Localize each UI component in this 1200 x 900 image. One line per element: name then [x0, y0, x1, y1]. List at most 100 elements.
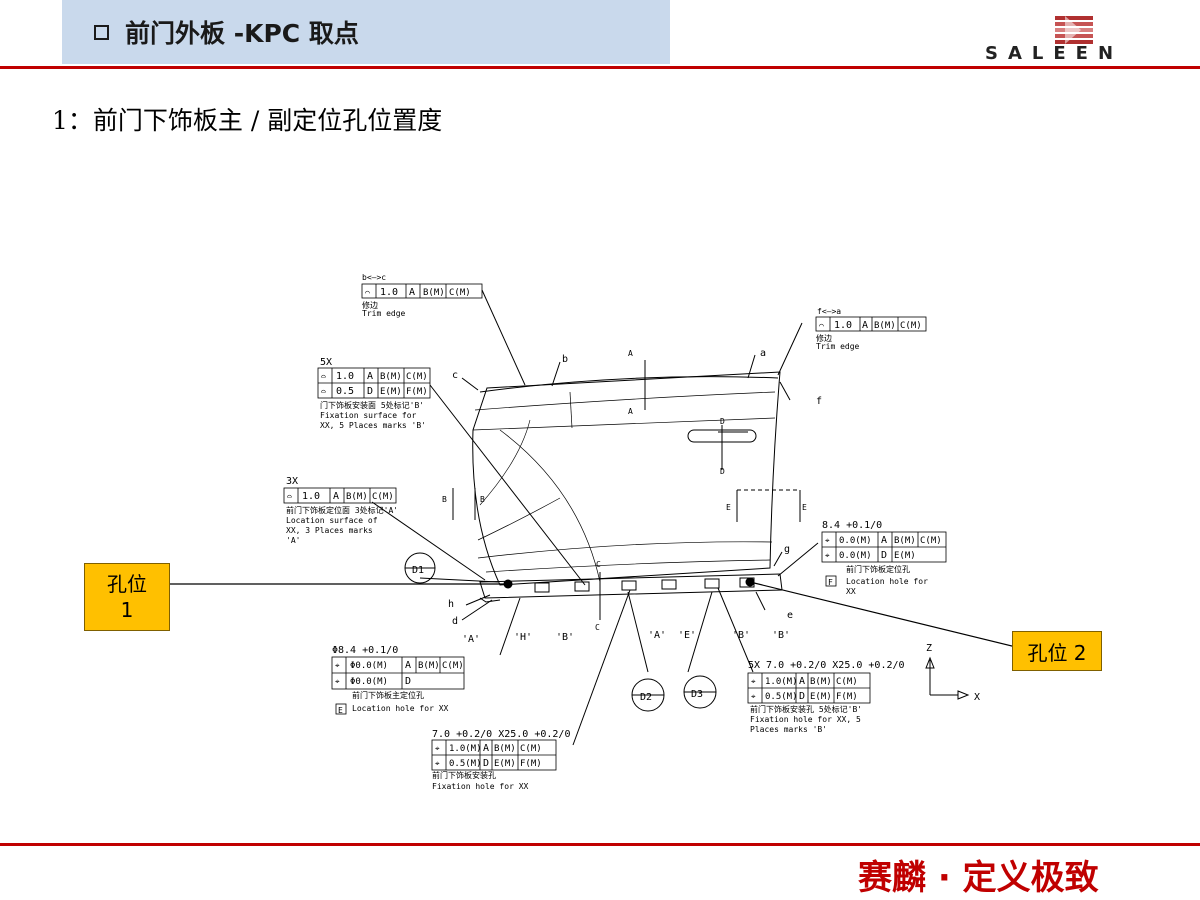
- svg-text:A: A: [367, 371, 373, 382]
- svg-text:e: e: [787, 610, 793, 621]
- svg-text:⌖: ⌖: [825, 536, 830, 545]
- svg-text:B: B: [442, 495, 447, 504]
- svg-text:⌖: ⌖: [435, 744, 440, 753]
- svg-text:'A': 'A': [286, 536, 300, 545]
- position-marks: 'A' 'H' 'B' 'A' 'E' 'B' 'B': [462, 630, 790, 645]
- svg-text:B(M): B(M): [346, 492, 368, 502]
- svg-text:A: A: [628, 407, 633, 416]
- svg-text:0.5: 0.5: [336, 386, 354, 397]
- svg-text:F(M): F(M): [836, 692, 858, 702]
- svg-text:B(M): B(M): [874, 321, 896, 331]
- svg-text:B(M): B(M): [494, 744, 516, 754]
- svg-text:d: d: [452, 616, 458, 627]
- svg-text:A: A: [799, 676, 805, 687]
- svg-text:XX, 3 Places marks: XX, 3 Places marks: [286, 526, 373, 535]
- svg-text:XX, 5 Places marks 'B': XX, 5 Places marks 'B': [320, 421, 426, 430]
- svg-text:前门下饰板定位孔: 前门下饰板定位孔: [846, 564, 910, 574]
- svg-text:1.0: 1.0: [834, 320, 852, 331]
- hole-1-marker: [503, 579, 513, 589]
- svg-text:B(M): B(M): [810, 677, 832, 687]
- detail-labels: D1 D2 D3: [412, 565, 703, 703]
- svg-text:Places marks 'B': Places marks 'B': [750, 725, 827, 734]
- svg-text:⌓: ⌓: [321, 372, 326, 381]
- svg-text:D: D: [720, 467, 725, 476]
- section-letters: A A B B C C D D E E: [442, 349, 807, 632]
- svg-text:Fixation hole for XX: Fixation hole for XX: [432, 782, 529, 791]
- svg-text:C(M): C(M): [442, 661, 464, 671]
- svg-text:Trim edge: Trim edge: [362, 309, 406, 318]
- footer-divider: [0, 843, 1200, 846]
- svg-text:g: g: [784, 544, 790, 555]
- hole-1-callout: 孔位 1: [84, 563, 170, 631]
- point-letters: a b c f g h d e: [448, 348, 822, 627]
- svg-text:0.0(M): 0.0(M): [839, 536, 872, 546]
- svg-text:A: A: [628, 349, 633, 358]
- saleen-logo-icon: [1055, 16, 1093, 44]
- svg-text:D: D: [799, 691, 805, 702]
- svg-text:⌒: ⌒: [365, 288, 370, 297]
- svg-text:修边: 修边: [816, 333, 832, 343]
- svg-text:A: A: [862, 320, 868, 331]
- svg-text:修边: 修边: [362, 300, 378, 310]
- svg-text:D2: D2: [640, 692, 652, 703]
- hole-1-number: 1: [120, 598, 134, 622]
- svg-text:Location hole for XX: Location hole for XX: [352, 704, 449, 713]
- fcf-hole-left: Φ8.4 +0.1/0 ⌖ Φ0.0(M) A B(M) C(M) ⌖ Φ0.0…: [331, 645, 465, 715]
- svg-text:门下饰板安装面 5处标记'B': 门下饰板安装面 5处标记'B': [320, 400, 424, 410]
- title-box: 前门外板 -KPC 取点: [62, 0, 670, 64]
- svg-text:E(M): E(M): [810, 692, 832, 702]
- svg-text:f: f: [816, 396, 822, 407]
- svg-text:a: a: [760, 348, 766, 359]
- svg-text:E: E: [802, 503, 807, 512]
- svg-text:Fixation surface for: Fixation surface for: [320, 411, 417, 420]
- footer-slogan: 赛麟 · 定义极致: [858, 858, 1099, 898]
- svg-text:1.0(M): 1.0(M): [765, 677, 798, 687]
- svg-text:XX: XX: [846, 587, 856, 596]
- svg-text:3X: 3X: [286, 476, 298, 487]
- svg-text:E: E: [726, 503, 731, 512]
- svg-text:C(M): C(M): [372, 492, 394, 502]
- svg-text:Φ0.0(M): Φ0.0(M): [350, 661, 388, 671]
- svg-text:C(M): C(M): [920, 536, 942, 546]
- svg-text:B(M): B(M): [894, 536, 916, 546]
- svg-text:f<—>a: f<—>a: [817, 307, 841, 316]
- svg-text:Φ0.0(M): Φ0.0(M): [350, 677, 388, 687]
- svg-text:0.0(M): 0.0(M): [839, 551, 872, 561]
- svg-text:C(M): C(M): [449, 288, 471, 298]
- logo-text: SALEEN: [985, 43, 1124, 64]
- svg-text:D1: D1: [412, 565, 424, 576]
- checkbox-bullet-icon: [94, 24, 109, 40]
- svg-text:c: c: [452, 370, 458, 381]
- svg-text:1.0: 1.0: [302, 491, 320, 502]
- svg-text:D3: D3: [691, 689, 703, 700]
- slide-title: 前门外板 -KPC 取点: [125, 19, 359, 48]
- svg-text:⌖: ⌖: [751, 677, 756, 686]
- svg-text:C(M): C(M): [520, 744, 542, 754]
- svg-text:⌓: ⌓: [287, 492, 292, 501]
- svg-text:B(M): B(M): [380, 372, 402, 382]
- svg-text:前门下饰板安装孔 5处标记'B': 前门下饰板安装孔 5处标记'B': [750, 704, 862, 714]
- fcf-trim-right: f<—>a ⌒ 1.0 A B(M) C(M) 修边 Trim edge: [815, 307, 927, 351]
- svg-text:Location hole for: Location hole for: [846, 577, 928, 586]
- svg-text:⌖: ⌖: [751, 692, 756, 701]
- svg-text:F: F: [828, 578, 833, 587]
- svg-text:b<—>c: b<—>c: [362, 273, 386, 282]
- svg-text:D: D: [720, 417, 725, 426]
- svg-text:Fixation hole for XX, 5: Fixation hole for XX, 5: [750, 715, 861, 724]
- svg-text:1.0: 1.0: [336, 371, 354, 382]
- svg-text:'E': 'E': [678, 630, 696, 641]
- svg-text:C(M): C(M): [900, 321, 922, 331]
- svg-text:⌒: ⌒: [819, 321, 824, 330]
- header-divider: [0, 66, 1200, 69]
- svg-text:B: B: [480, 495, 485, 504]
- svg-text:A: A: [405, 660, 411, 671]
- svg-text:E(M): E(M): [380, 387, 402, 397]
- svg-text:A: A: [409, 287, 415, 298]
- hole-2-marker: [745, 577, 755, 587]
- axis-x-label: X: [974, 692, 980, 703]
- svg-text:8.4 +0.1/0: 8.4 +0.1/0: [822, 520, 882, 531]
- svg-text:Trim edge: Trim edge: [816, 342, 860, 351]
- svg-text:D: D: [483, 758, 489, 769]
- svg-text:C: C: [596, 560, 601, 569]
